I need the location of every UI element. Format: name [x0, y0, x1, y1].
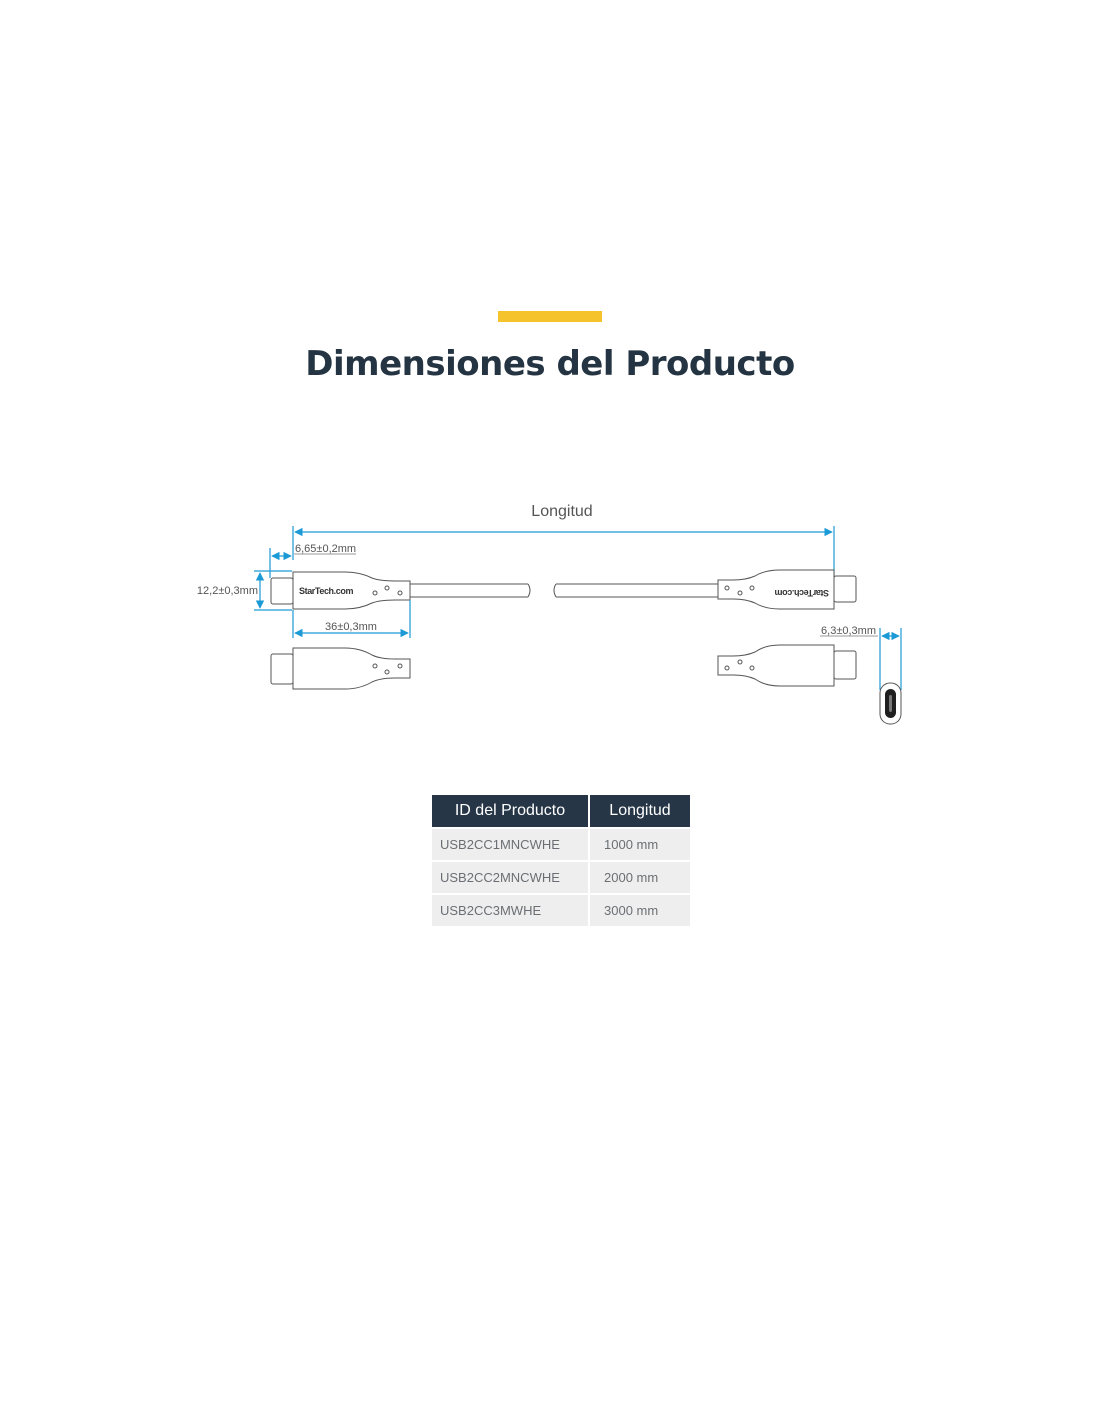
length-dimension-line [292, 526, 835, 578]
product-id-cell: USB2CC1MNCWHE [432, 829, 588, 862]
table-row: USB2CC1MNCWHE 1000 mm [432, 829, 690, 862]
column-header-product-id: ID del Producto [432, 795, 588, 829]
length-cell: 2000 mm [590, 862, 690, 895]
connector-length-dimension-line [292, 600, 411, 638]
connector-length-dimension-label: 36±0,3mm [325, 621, 377, 633]
height-dimension-label: 12,2±0,3mm [197, 585, 258, 597]
page-title: Dimensiones del Producto [305, 344, 795, 384]
thickness-dimension-line [879, 628, 902, 690]
length-label: Longitud [531, 503, 592, 520]
logo-text-right: StarTech.com [775, 588, 829, 598]
table-header-row: ID del Producto Longitud [432, 795, 690, 829]
connector-right-side [717, 644, 857, 687]
plug-tip-dimension-label: 6,65±0,2mm [295, 543, 356, 555]
table-row: USB2CC3MWHE 3000 mm [432, 895, 690, 928]
connector-left-side [270, 647, 411, 690]
length-cell: 1000 mm [590, 829, 690, 862]
product-length-table: ID del Producto Longitud USB2CC1MNCWHE 1… [430, 795, 692, 928]
connector-right-top [553, 569, 857, 610]
length-cell: 3000 mm [590, 895, 690, 928]
plug-tip-dimension-line [269, 548, 292, 578]
height-dimension-line [254, 570, 292, 611]
product-id-cell: USB2CC2MNCWHE [432, 862, 588, 895]
cable-dimension-diagram: Longitud 6,65±0,2mm 12,2±0,3mm StarTech.… [197, 503, 902, 725]
product-id-cell: USB2CC3MWHE [432, 895, 588, 928]
usb-c-port-end-view [879, 682, 902, 725]
accent-bar [498, 311, 602, 322]
connector-left-top [270, 571, 531, 610]
column-header-length: Longitud [590, 795, 690, 829]
table-row: USB2CC2MNCWHE 2000 mm [432, 862, 690, 895]
logo-text-left: StarTech.com [299, 586, 353, 596]
thickness-dimension-label: 6,3±0,3mm [821, 625, 876, 637]
